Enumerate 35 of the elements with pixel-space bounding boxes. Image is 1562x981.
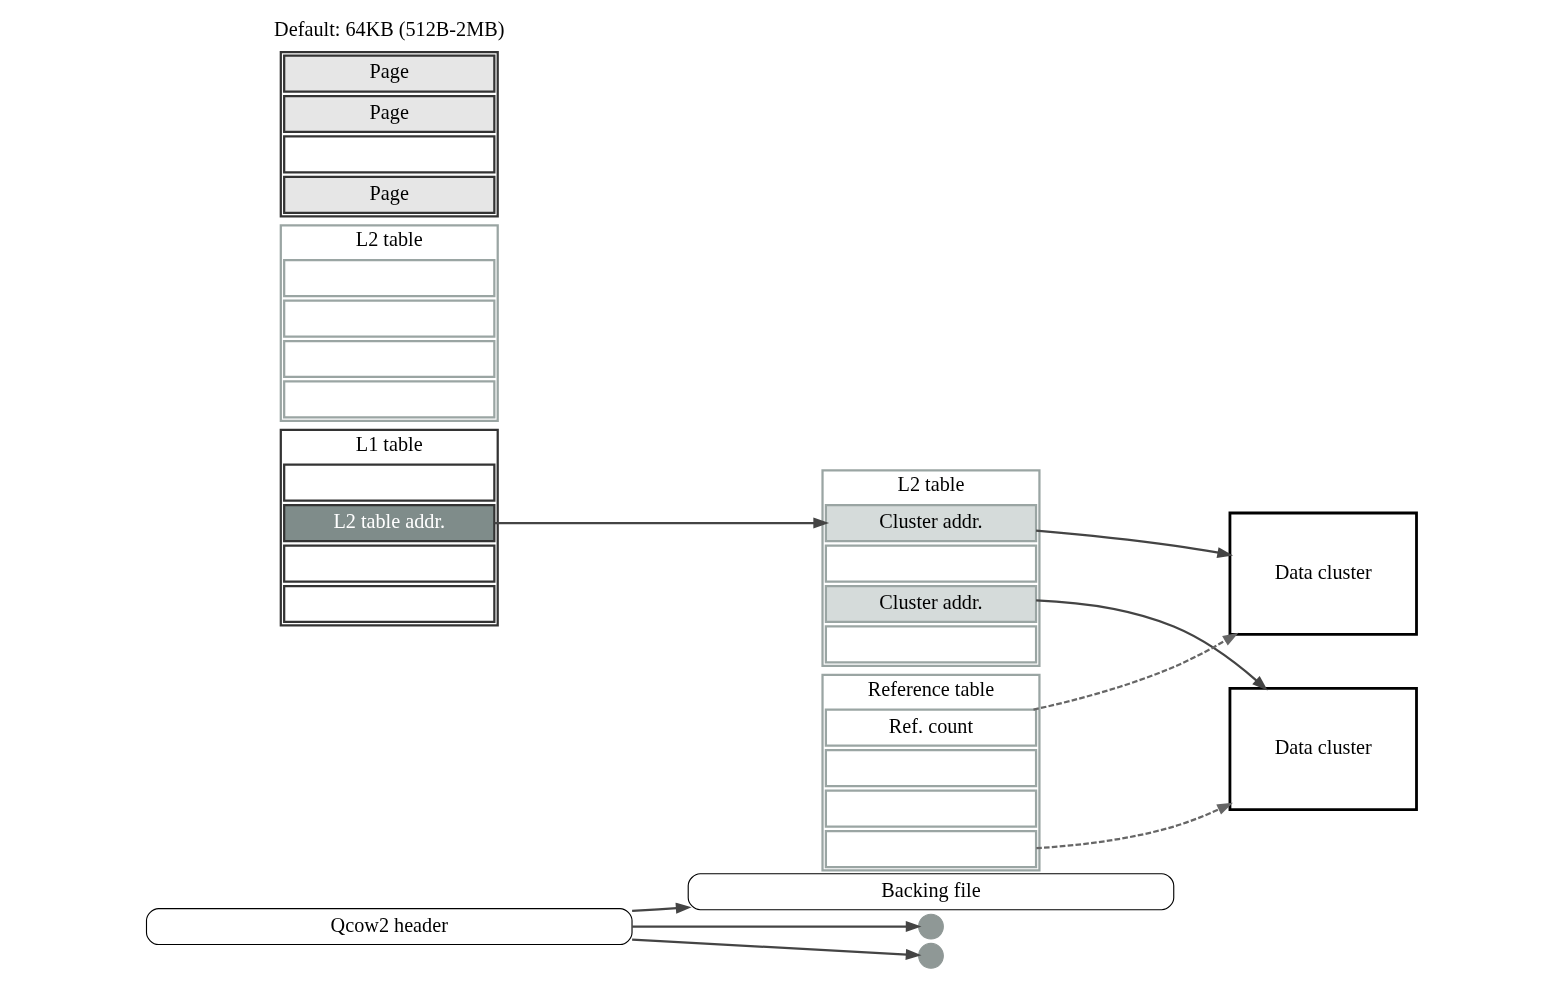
node-box [824,789,1037,828]
node-box: Cluster addr. [824,504,1037,543]
arrow [1035,599,1268,691]
arrow [1035,802,1233,850]
arrow [1032,632,1238,711]
node-box: Page [282,54,495,93]
node-circle [917,913,944,940]
node-box [282,135,495,174]
node-box [282,339,495,379]
node-box [824,749,1037,788]
node-box: Cluster addr. [824,584,1037,624]
arrow [631,938,922,960]
node-label: Default: 64KB (512B-2MB) [273,17,504,40]
node-box: Ref. count [824,708,1037,747]
node-box [282,299,495,338]
node-box [824,544,1037,583]
node-box [282,380,495,419]
node-box: Data cluster [1228,511,1418,636]
node-box [282,584,495,624]
node-box [282,258,495,298]
node-box [824,829,1037,869]
node-box: L2 table addr. [282,504,495,543]
node-box: Page [282,94,495,134]
arrow [631,921,922,933]
node-box: Qcow2 header [145,908,633,946]
node-box [282,544,495,583]
arrow [1035,529,1233,559]
node-box: Backing file [687,873,1174,911]
arrow [493,517,829,529]
arrow [631,902,692,914]
node-circle [917,942,944,969]
node-box [282,463,495,502]
node-box: Page [282,175,495,215]
node-box: Data cluster [1228,686,1418,812]
node-box [824,625,1037,664]
